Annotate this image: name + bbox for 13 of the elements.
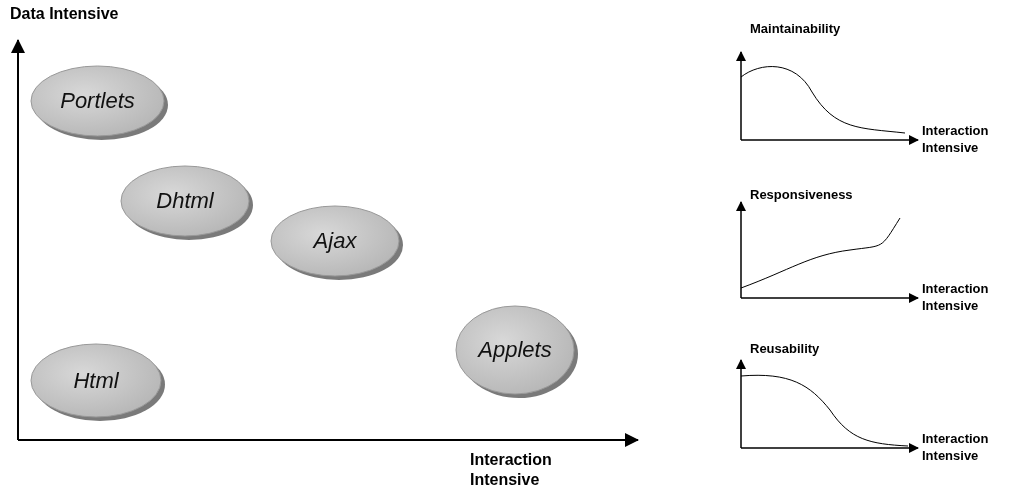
axis-title: Maintainability [750, 20, 842, 37]
axis-title: Responsiveness [750, 186, 854, 203]
axis-title: Reusability [750, 340, 821, 357]
technology-label: Ajax [313, 228, 357, 254]
axis-title: Data Intensive [10, 4, 120, 24]
technology-label: Applets [478, 337, 552, 363]
axis-title: Interaction Intensive [922, 280, 990, 314]
technology-label: Html [73, 367, 119, 394]
axis-title: Interaction Intensive [922, 122, 990, 156]
axis-title: Interaction Intensive [470, 450, 553, 490]
technology-label: Portlets [60, 88, 135, 114]
axis-title: Interaction Intensive [922, 430, 990, 464]
technology-label: Dhtml [156, 188, 214, 214]
